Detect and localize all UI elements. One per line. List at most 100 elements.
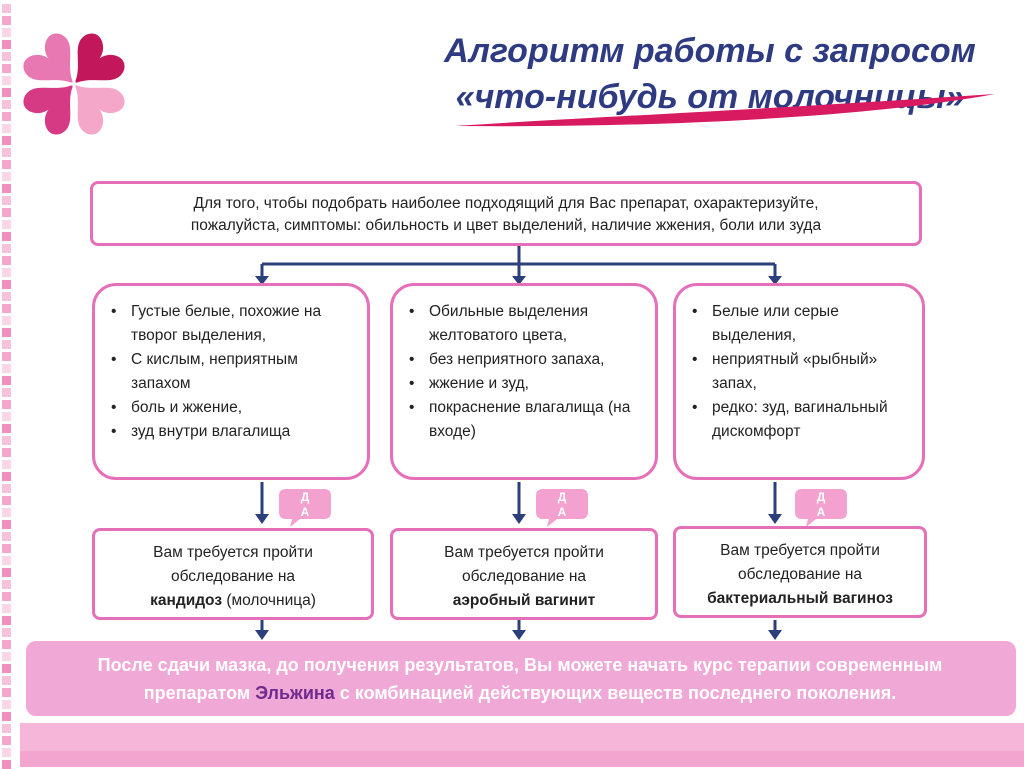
symptoms-box-candidiasis: Густые белые, похожие на творог выделени… (92, 283, 370, 480)
decorative-square (2, 184, 11, 193)
decorative-square (2, 232, 11, 241)
symptom-item: без неприятного запаха, (409, 348, 641, 372)
decorative-square (2, 568, 11, 577)
decorative-square (2, 4, 11, 13)
conclusion-band (26, 641, 1016, 716)
yes-label-line-1: Д (557, 490, 567, 504)
symptom-item: зуд внутри влагалища (111, 420, 353, 444)
yes-callout: Д А (535, 488, 589, 527)
decorative-square (2, 748, 11, 757)
decorative-square (2, 400, 11, 409)
decorative-square (2, 520, 11, 529)
decorative-square (2, 364, 11, 373)
decorative-square (2, 484, 11, 493)
decorative-square (2, 424, 11, 433)
result-diagnosis-line: бактериальный вагиноз (676, 587, 924, 611)
decorative-square (2, 628, 11, 637)
decorative-square (2, 340, 11, 349)
symptom-item: С кислым, неприятным запахом (111, 348, 353, 396)
yes-callout: Д А (794, 488, 848, 527)
decorative-square (2, 220, 11, 229)
diagnosis-suffix: (молочница) (222, 592, 316, 609)
symptom-item: покраснение влагалища (на входе) (409, 396, 641, 444)
decorative-square (2, 16, 11, 25)
symptom-item: Обильные выделения желтоватого цвета, (409, 300, 641, 348)
decorative-square (2, 736, 11, 745)
decorative-square (2, 256, 11, 265)
result-box-candidiasis: Вам требуется пройти обследование на кан… (92, 528, 374, 620)
symptom-item: жжение и зуд, (409, 372, 641, 396)
result-line-1: Вам требуется пройти (153, 544, 313, 561)
decorative-square (2, 316, 11, 325)
decorative-square (2, 556, 11, 565)
decorative-square (2, 112, 11, 121)
decorative-square (2, 244, 11, 253)
symptoms-box-bacterial-vaginosis: Белые или серые выделения, неприятный «р… (673, 283, 925, 480)
diagnosis-name: бактериальный вагиноз (707, 590, 893, 607)
symptom-list: Белые или серые выделения, неприятный «р… (692, 300, 908, 444)
symptom-item: Белые или серые выделения, (692, 300, 908, 348)
decorative-square (2, 148, 11, 157)
symptom-item: неприятный «рыбный» запах, (692, 348, 908, 396)
footer-decorative-bar (20, 723, 1024, 767)
speech-bubble-icon (795, 489, 847, 527)
symptom-item: боль и жжение, (111, 396, 353, 420)
decorative-square (2, 292, 11, 301)
decorative-square (2, 448, 11, 457)
decorative-square (2, 472, 11, 481)
decorative-square (2, 52, 11, 61)
yes-label-line-2: А (816, 505, 826, 519)
decorative-square (2, 352, 11, 361)
decorative-square (2, 652, 11, 661)
result-line-2: обследование на (461, 568, 587, 585)
yes-label-line-1: Д (300, 490, 310, 504)
decorative-square (2, 196, 11, 205)
decorative-square (2, 616, 11, 625)
decorative-square (2, 664, 11, 673)
decorative-square (2, 580, 11, 589)
symptom-list: Густые белые, похожие на творог выделени… (111, 300, 353, 444)
decorative-square (2, 592, 11, 601)
decorative-square (2, 268, 11, 277)
symptom-item: редко: зуд, вагинальный дискомфорт (692, 396, 908, 444)
decorative-square (2, 64, 11, 73)
decorative-square (2, 544, 11, 553)
decorative-square (2, 676, 11, 685)
title-underline-swoosh (455, 94, 995, 127)
yes-label-line-2: А (300, 505, 310, 519)
yes-label-line-1: Д (816, 490, 826, 504)
decorative-square-strip (0, 0, 18, 769)
brand-name: Эльжина (255, 683, 335, 703)
decorative-square (2, 208, 11, 217)
decorative-square (2, 532, 11, 541)
page-title: Алгоритм работы с запросом «что-нибудь о… (420, 28, 1000, 120)
yes-label-line-2: А (557, 505, 567, 519)
intro-line-2: пожалуйста, симптомы: обильность и цвет … (190, 217, 822, 234)
decorative-square (2, 388, 11, 397)
decorative-square (2, 436, 11, 445)
decorative-square (2, 712, 11, 721)
symptoms-box-aerobic-vaginitis: Обильные выделения желтоватого цвета, бе… (390, 283, 658, 480)
decorative-square (2, 76, 11, 85)
result-line-2: обследование на (170, 568, 296, 585)
conclusion-suffix: с комбинацией действующих веществ послед… (334, 683, 897, 703)
conclusion-prefix: препаратом (143, 683, 256, 703)
decorative-square (2, 508, 11, 517)
result-line-1: Вам требуется пройти (444, 544, 604, 561)
result-diagnosis-line: аэробный вагинит (393, 589, 655, 613)
yes-callout: Д А (278, 488, 332, 527)
flower-logo-icon (23, 33, 125, 135)
decorative-square (2, 280, 11, 289)
decorative-square (2, 376, 11, 385)
conclusion-line-2: препаратом Эльжина с комбинацией действу… (30, 679, 1010, 707)
decorative-square (2, 136, 11, 145)
decorative-square (2, 40, 11, 49)
conclusion-line-1: После сдачи мазка, до получения результа… (97, 655, 943, 675)
decorative-square (2, 124, 11, 133)
diagnosis-name: кандидоз (150, 592, 223, 609)
result-diagnosis-line: кандидоз (молочница) (95, 589, 371, 613)
intro-box: Для того, чтобы подобрать наиболее подхо… (90, 181, 922, 246)
decorative-square (2, 604, 11, 613)
decorative-square (2, 460, 11, 469)
